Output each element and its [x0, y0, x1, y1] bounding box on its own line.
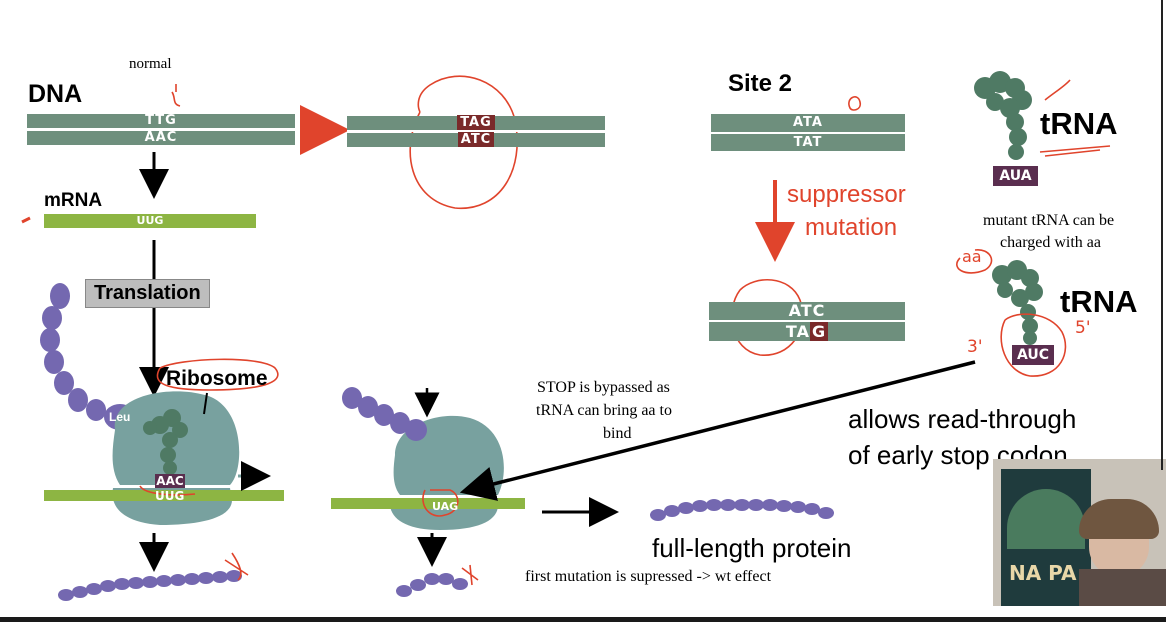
stop-bypass-line2: tRNA can bring aa to	[536, 402, 672, 419]
full-length-protein-chain	[650, 499, 834, 521]
stop-bypass-line1: STOP is bypassed as	[537, 379, 670, 396]
first-mutation-note: first mutation is supressed -> wt effect	[525, 568, 772, 585]
mrna-ribosome-1	[44, 490, 284, 501]
poster-text: NA PA	[1009, 561, 1077, 585]
mrna-strand: UUG	[44, 214, 256, 228]
five-prime-annotation: 5'	[1075, 318, 1091, 338]
dna-strand-top-normal: TTG	[27, 114, 295, 128]
trna-label-top: tRNA	[1040, 106, 1118, 141]
presenter-body	[1079, 569, 1166, 606]
presenter-video: NA PA	[993, 459, 1166, 606]
red-annotations	[139, 75, 1111, 586]
mutant-bottom-highlight: G	[809, 322, 829, 341]
ribosome-1-anticodon: AAC	[155, 474, 185, 488]
site2-strand-top: ATA	[711, 114, 905, 132]
ribosome-1-codon: UUG	[155, 489, 185, 503]
suppressor-label-line1: suppressor	[787, 181, 906, 208]
mutant-strand-top: ATC	[709, 302, 905, 320]
trna-bottom-right	[992, 260, 1043, 345]
three-prime-annotation: 3'	[967, 337, 983, 357]
trna-ribosome-1	[143, 409, 188, 475]
protein-chain-ribosome-2	[342, 387, 427, 441]
anticodon-top: AUA	[993, 166, 1038, 186]
presenter-hair	[1079, 499, 1159, 539]
mutated-codon-bottom: ATC	[457, 132, 495, 147]
normal-label: normal	[129, 56, 172, 72]
dna-strand-bottom-mutated: ATC	[347, 132, 605, 147]
protein-chain-bottom-middle	[396, 573, 468, 597]
site2-label: Site 2	[728, 70, 793, 97]
mutant-trna-line2: charged with aa	[1000, 234, 1101, 251]
trna-top-right	[974, 71, 1032, 160]
site2-strand-bottom: TAT	[711, 134, 905, 151]
trna-label-bottom: tRNA	[1060, 284, 1138, 319]
mutated-codon-top: TAG	[457, 115, 495, 130]
dna-strand-top-mutated: TAG	[347, 115, 605, 130]
translation-box: Translation	[85, 279, 210, 308]
mrna-label: mRNA	[44, 190, 103, 211]
dna-strand-bottom-normal: AAC	[27, 131, 295, 145]
anticodon-bottom: AUC	[1012, 345, 1054, 365]
bottom-edge-bar	[0, 617, 1166, 622]
readthrough-line1: allows read-through	[848, 404, 1077, 434]
leu-label: Leu	[109, 410, 131, 424]
aa-annotation: aa	[962, 247, 982, 266]
mrna-ribosome-2	[331, 498, 525, 509]
stop-bypass-line3: bind	[603, 425, 632, 442]
protein-chain-bottom-left	[58, 570, 242, 601]
right-edge-line	[1161, 0, 1163, 470]
readthrough-arrow	[459, 360, 976, 501]
poster: NA PA	[1001, 469, 1091, 606]
full-length-protein-label: full-length protein	[652, 533, 852, 563]
ribosome-label: Ribosome	[166, 367, 268, 390]
suppressor-label-line2: mutation	[805, 214, 898, 241]
ribosome-2-codon: UAG	[432, 500, 459, 513]
mutant-trna-line1: mutant tRNA can be	[983, 212, 1115, 229]
mutant-bottom-prefix: TA	[785, 322, 810, 341]
dna-label: DNA	[28, 80, 83, 108]
